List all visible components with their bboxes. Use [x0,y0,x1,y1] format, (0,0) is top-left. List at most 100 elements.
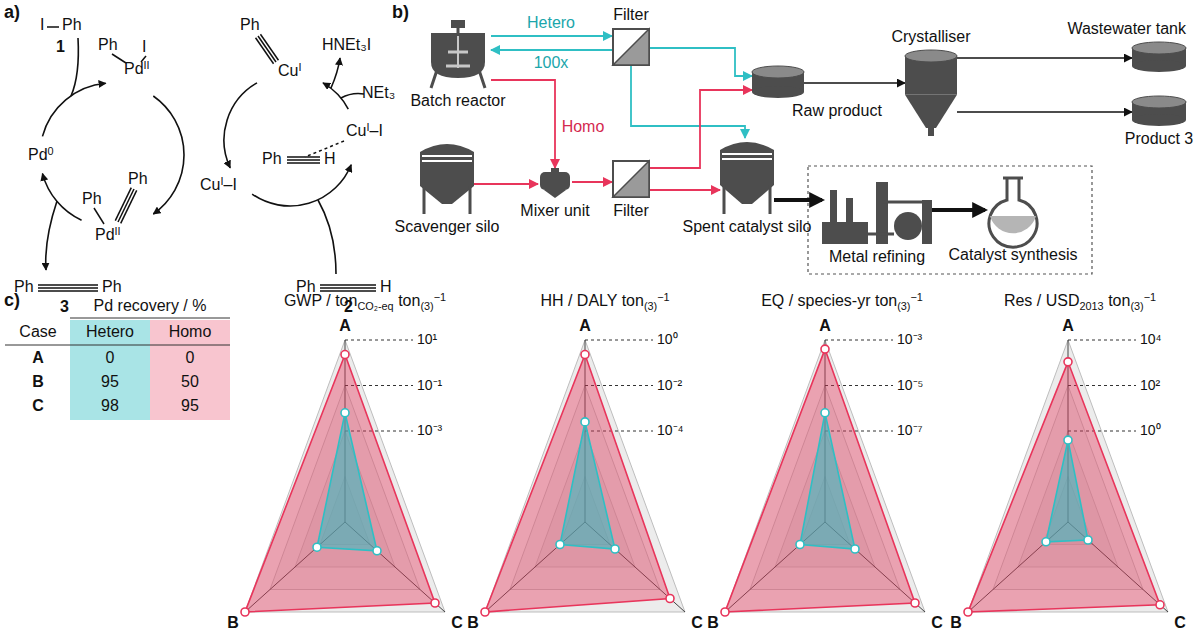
bond [94,208,104,224]
axis-label: B [707,614,719,631]
filter-unit: Filter [612,28,650,66]
table-cell-group: 95 [101,373,119,391]
metal-refinery: Metal refining [822,180,932,244]
bond [320,290,376,292]
icon-part [1003,177,1023,180]
chart-title-group: GWP / tonCO₂-eqton(3)−1 [284,292,446,310]
chem-label: Ph [102,278,122,295]
icon-part [551,168,559,173]
axis-label-group: C [451,614,463,632]
chem-label-group: Ph [128,170,148,188]
crystalliser: Crystalliser [905,50,957,136]
bond [287,159,320,161]
chem-label-group: PdII [124,60,150,78]
table-cell: A [32,349,44,366]
connector-label: Homo [560,118,607,136]
table-cell: 95 [181,397,199,414]
chem-label: Ph [62,16,82,33]
flow-connector [957,111,1132,113]
bond [112,54,126,63]
chem-label-group: H [380,278,392,296]
chem-label: I [40,16,44,33]
axis-label-group: B [707,614,719,632]
table-header: Homo [169,323,212,340]
chart-title: −1 [1144,291,1156,303]
flow-connector [491,35,612,37]
tick-label-group: 10⁻² [657,377,682,393]
branch-arrow [331,58,340,88]
data-polygon [725,349,915,612]
icon-part [431,70,485,88]
icon-part [422,156,472,161]
icon-part [868,202,922,234]
table-cell-group: B [32,373,44,391]
data-point [1064,358,1072,366]
axis-label-group: C [691,614,703,632]
branch-arrow [71,38,78,96]
branch-arrow [318,200,336,274]
radar-chart [481,340,685,616]
filter-unit: Filter [612,160,650,198]
chem-label: Cu [346,122,366,139]
axis-label: C [931,614,943,631]
mixer-unit: Mixer unit [538,168,572,198]
tick-label-group: 10⁻⁵ [897,377,923,393]
radar-chart [964,340,1168,616]
icon-part [457,28,460,33]
catalytic-cycle [38,27,376,291]
panel-label: c) [4,290,20,310]
icon-part [846,198,853,224]
tick-label-group: 10² [1140,377,1160,393]
chem-label-group: HNEt₃I [322,36,371,54]
table-cell-group: 50 [181,373,199,391]
cycle-arrow [224,83,257,168]
unit-label: Catalyst synthesis [949,246,1078,264]
table-cell: 95 [101,373,119,390]
icon-part [990,216,1036,233]
table-cell-group: 0 [106,349,115,367]
bond [287,156,320,158]
product-tank: Product 3 [1132,96,1186,126]
batch-reactor: Batch reactor [425,20,491,88]
flow-connector [650,48,752,76]
bond [320,284,376,286]
unit-label: Scavenger silo [395,218,500,236]
unit-label: Metal refining [829,248,925,266]
chem-label: Ph [82,190,102,207]
tick-label-group: 10⁻⁷ [897,422,923,438]
table-cell: B [32,373,44,390]
chem-label-group: CuI–I [200,176,237,194]
cycle-arrow [42,83,105,136]
chart-title: CO₂-eq [357,300,393,312]
branch-arrow [341,94,364,99]
data-point [241,608,249,616]
table-header: Pd recovery / % [94,297,207,314]
table-cell-group: C [32,397,44,415]
chart-title: (3) [1130,300,1143,312]
icon-part [822,222,868,244]
chem-label: II [115,225,121,237]
tick-line [345,340,413,341]
bond [256,38,274,64]
chem-label: Pd [28,146,48,163]
flow-connector [572,181,612,183]
axis-label: C [451,614,463,631]
data-point [556,541,564,549]
chem-label: Ph [262,150,282,167]
unit-icon [420,140,474,214]
unit-label: Spent catalyst silo [683,218,812,236]
chem-label: II [144,59,150,71]
grid-ring [485,340,685,612]
chem-label: HNEt₃I [322,36,371,53]
axis-label: C [691,614,703,631]
data-point [1064,436,1072,444]
wastewater-tank: Wastewater tank [1132,42,1186,72]
tick-label: 10¹ [417,331,437,347]
unit-icon [752,66,804,98]
panel-label: a) [4,2,20,22]
chem-label: NEt₃ [362,84,395,101]
data-polygon [560,422,615,549]
table-header-group: Case [19,323,56,341]
icon-part [1132,114,1186,126]
chem-label-group: H [324,150,336,168]
